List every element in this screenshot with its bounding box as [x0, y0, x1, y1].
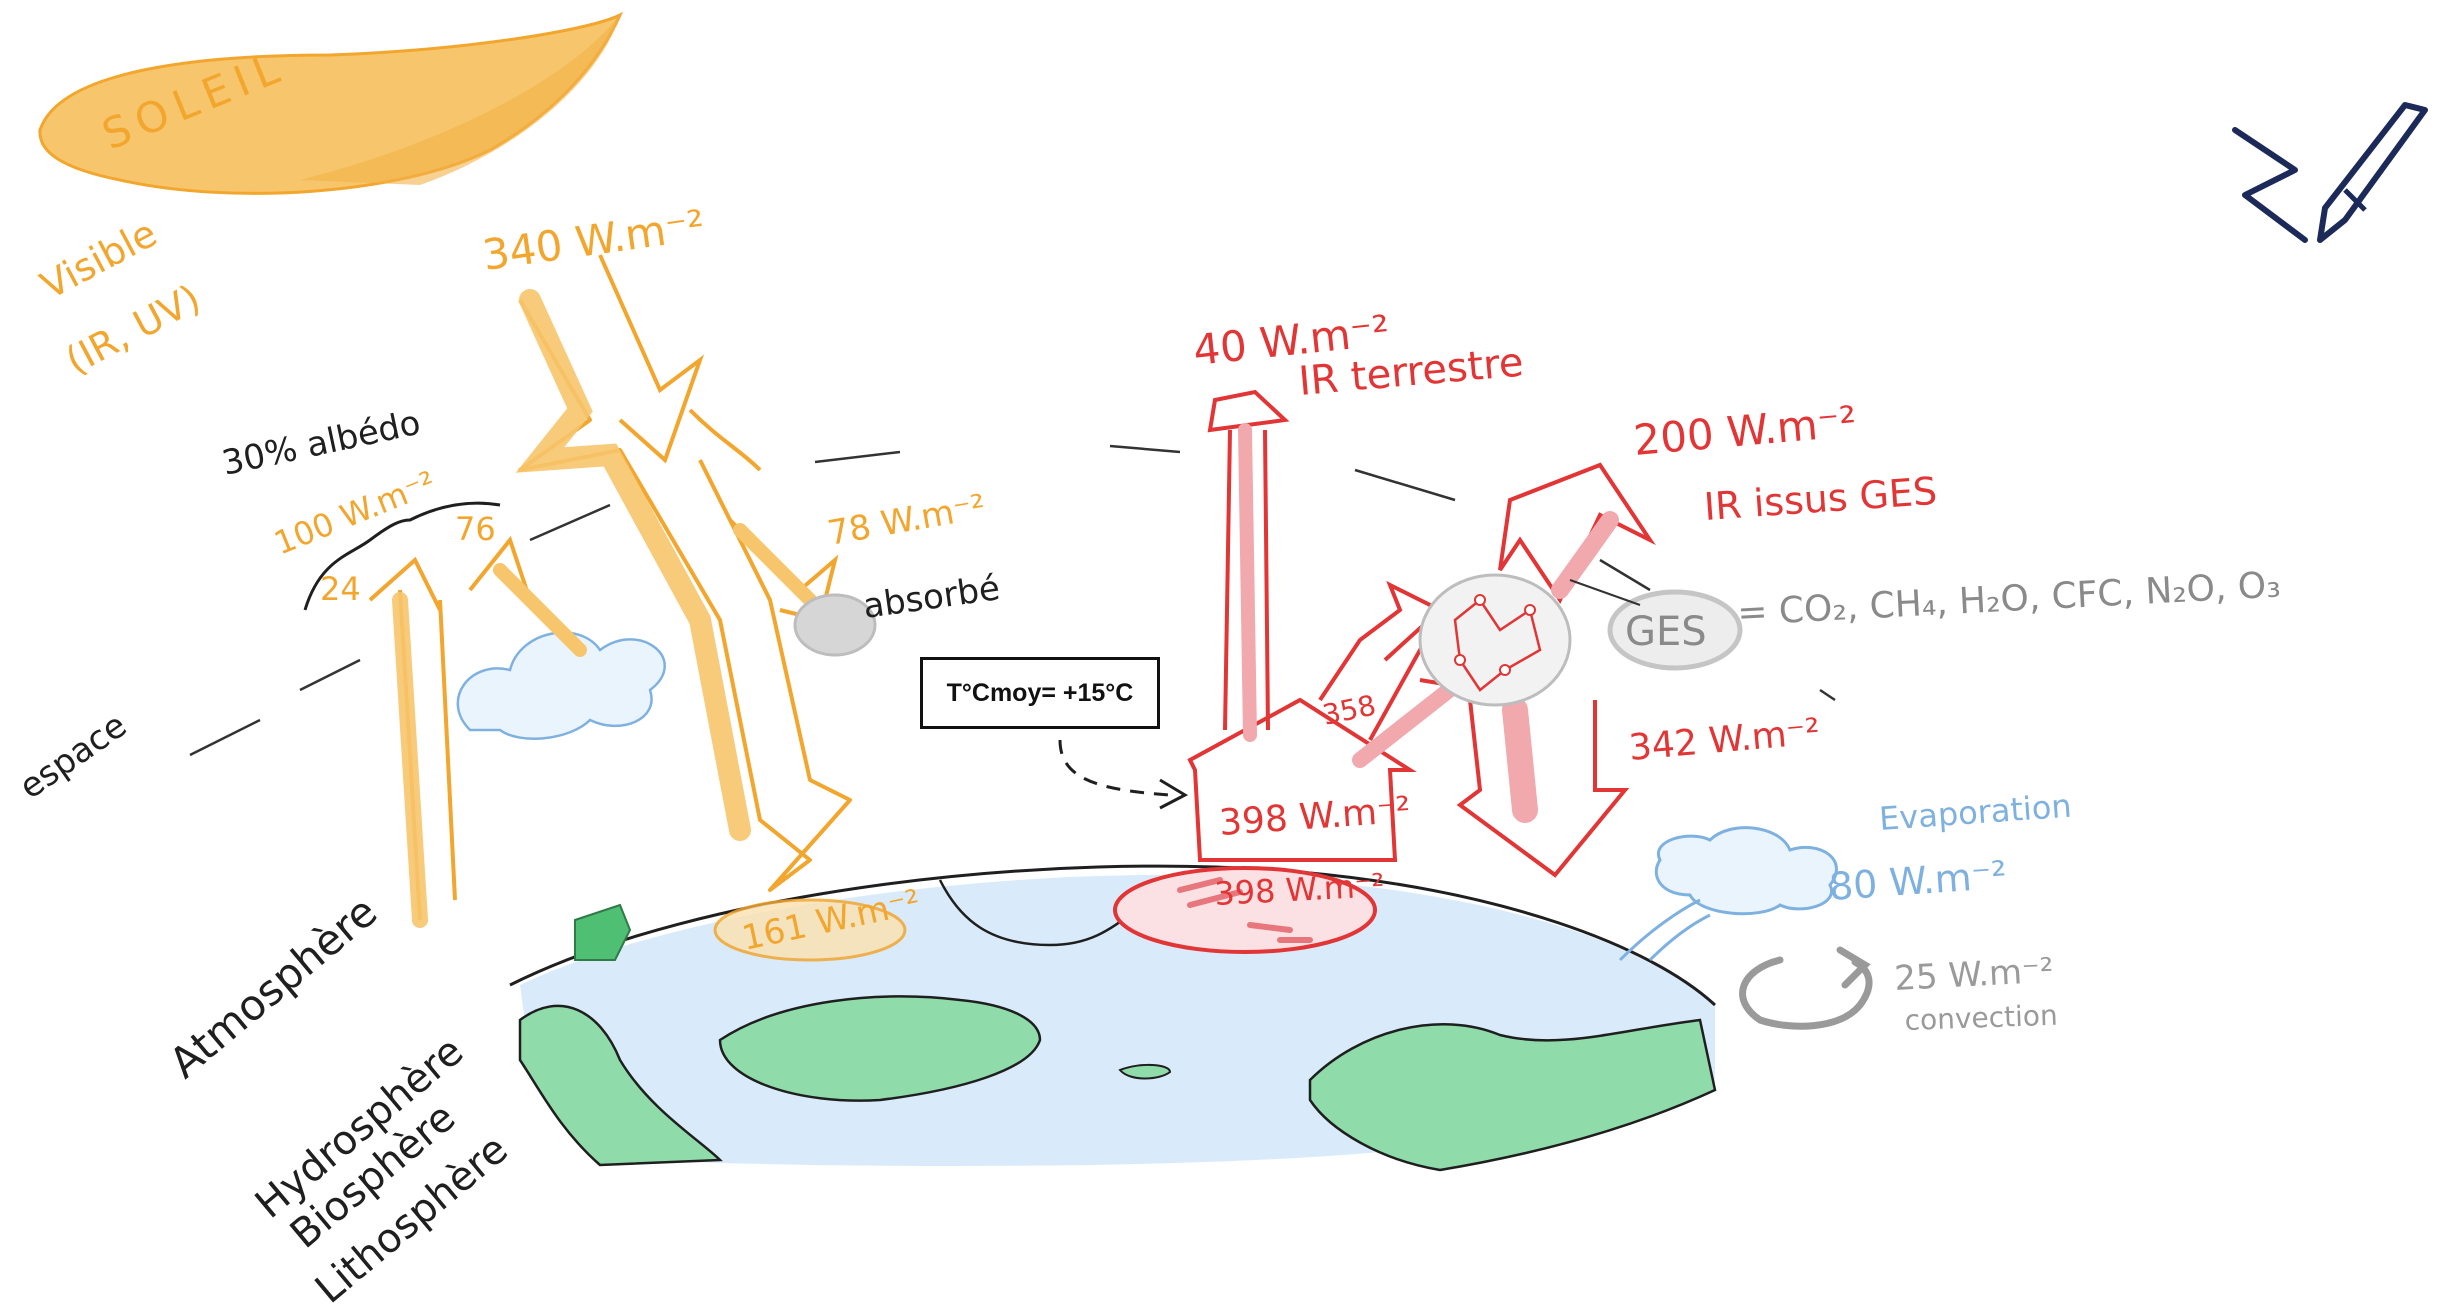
back-radiation-value: 342 W.m⁻²	[1627, 711, 1821, 769]
evaporation-label: Evaporation	[1878, 787, 2073, 838]
absorbed-label: absorbé	[861, 568, 1003, 627]
pen-tool-icon[interactable]	[2225, 100, 2435, 260]
albedo-label: 30% albédo	[219, 403, 424, 484]
island	[1118, 1064, 1172, 1080]
reflected-cloud-label: 76	[455, 510, 496, 548]
temperature-box: T°Cmoy= +15°C	[920, 657, 1160, 729]
to-ghg-value: 358	[1320, 688, 1379, 731]
vegetation	[574, 903, 632, 961]
albedo-brace	[303, 501, 501, 611]
ghg-label-ring	[1607, 589, 1743, 671]
solar-flows	[368, 254, 907, 962]
evaporation-value: 80 W.m⁻²	[1828, 853, 2009, 909]
space-label: espace	[12, 705, 134, 807]
ghg-emission-value: 200 W.m⁻²	[1632, 397, 1859, 465]
landmass-center	[718, 995, 1042, 1102]
spectrum-label-visible: Visible	[34, 211, 164, 308]
reflected-total-label: 100 W.m⁻²	[269, 463, 441, 562]
cloud-icon	[456, 631, 666, 740]
reflected-surface-label: 24	[320, 570, 361, 608]
absorption-blob	[793, 593, 877, 657]
sun: SOLEIL	[38, 11, 624, 195]
earth	[509, 864, 1717, 1172]
incoming-solar-label: 340 W.m⁻²	[480, 200, 708, 280]
outgoing-ir-arrow	[1207, 389, 1290, 433]
back-radiation-arrow	[1456, 699, 1630, 878]
surface-absorption-blob	[713, 898, 907, 962]
temperature-pointer	[1058, 739, 1171, 797]
ghg-emission-label: IR issus GES	[1703, 469, 1939, 529]
surface-emission-value: 398 W.m⁻²	[1218, 790, 1412, 844]
surface-emission-arrow	[1187, 697, 1417, 862]
convection-value: 25 W.m⁻²	[1893, 951, 2054, 999]
landmass-west	[518, 1004, 723, 1167]
atmosphere-boundary	[189, 444, 1836, 757]
ghg-label: GES	[1625, 609, 1707, 655]
landmass-east	[1308, 1018, 1717, 1172]
convection-label: convection	[1904, 999, 2058, 1037]
atmosphere-label: Atmosphère	[160, 887, 386, 1088]
surface-emission-value-2: 398 W.m⁻²	[1213, 866, 1385, 913]
absorbed-value-label: 78 W.m⁻²	[825, 487, 989, 554]
ghg-molecule-icon	[1418, 573, 1572, 707]
evaporation-cloud-icon	[1618, 826, 1838, 962]
convection-loop-icon	[1739, 946, 1873, 1030]
ghg-composition: = CO₂, CH₄, H₂O, CFC, N₂O, O₃	[1736, 565, 2281, 634]
